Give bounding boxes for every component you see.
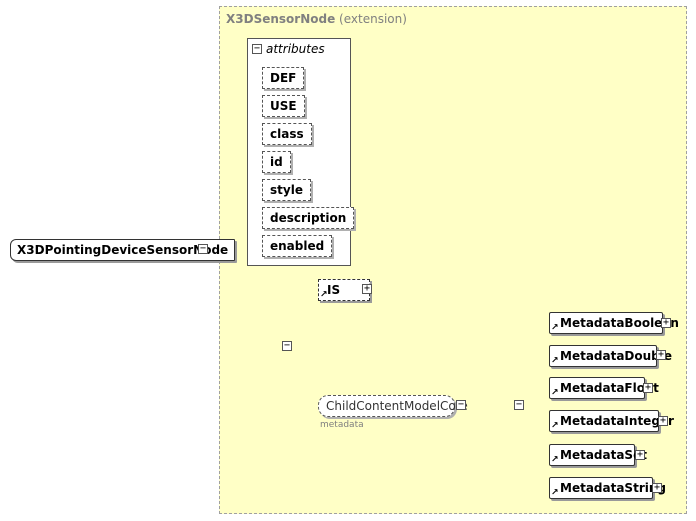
attribute-use[interactable]: USE [262,95,305,117]
root-element-box[interactable]: X3DPointingDeviceSensorNode [10,239,236,261]
reference-arrow-icon: ↗ [551,388,559,398]
metadata-integer-label: MetadataInteger [560,414,674,428]
metadata-double-expand-icon[interactable]: + [656,349,666,360]
attribute-def[interactable]: DEF [262,67,305,89]
attribute-description[interactable]: description [262,207,355,229]
group-child-content-model-core[interactable]: ChildContentModelCore [318,395,468,417]
metadata-set-expand-icon[interactable]: + [635,449,645,460]
reference-arrow-icon: ↗ [551,421,559,431]
root-element-label: X3DPointingDeviceSensorNode [17,243,229,257]
sequence-collapse-icon[interactable]: − [282,340,292,351]
attribute-id[interactable]: id [262,151,291,173]
metadata-string-expand-icon[interactable]: + [652,482,662,493]
is-element-label: IS [327,283,341,297]
reference-arrow-icon: ↗ [551,323,559,333]
metadata-set-box[interactable]: ↗MetadataSet [549,444,647,466]
metadata-boolean-expand-icon[interactable]: + [661,317,671,328]
is-expand-icon[interactable]: + [362,283,372,294]
metadata-string-label: MetadataString [560,481,666,495]
attributes-title: attributes [266,42,325,56]
attribute-enabled[interactable]: enabled [262,235,333,257]
reference-arrow-icon: ↗ [551,356,559,366]
group-sublabel: metadata [320,420,364,430]
metadata-boolean-label: MetadataBoolean [560,316,679,330]
attributes-collapse-icon[interactable]: − [252,43,262,54]
choice-collapse-icon[interactable]: − [514,399,524,410]
root-collapse-icon[interactable]: − [198,243,208,254]
reference-arrow-icon: ↗ [551,488,559,498]
metadata-string-box[interactable]: ↗MetadataString [549,477,666,499]
group-label: ChildContentModelCore [326,399,468,413]
metadata-float-box[interactable]: ↗MetadataFloat [549,377,659,399]
extension-title: X3DSensorNode (extension) [226,12,407,26]
metadata-integer-expand-icon[interactable]: + [658,415,668,426]
metadata-double-label: MetadataDouble [560,349,673,363]
metadata-float-label: MetadataFloat [560,381,659,395]
metadata-integer-box[interactable]: ↗MetadataInteger [549,410,674,432]
reference-arrow-icon: ↗ [320,290,328,300]
attribute-class[interactable]: class [262,123,312,145]
metadata-boolean-box[interactable]: ↗MetadataBoolean [549,312,679,334]
metadata-set-label: MetadataSet [560,448,647,462]
attribute-style[interactable]: style [262,179,311,201]
metadata-float-expand-icon[interactable]: + [643,382,653,393]
is-element-box[interactable]: ↗IS [318,279,370,301]
group-collapse-icon[interactable]: − [456,399,466,410]
reference-arrow-icon: ↗ [551,455,559,465]
metadata-double-box[interactable]: ↗MetadataDouble [549,345,672,367]
